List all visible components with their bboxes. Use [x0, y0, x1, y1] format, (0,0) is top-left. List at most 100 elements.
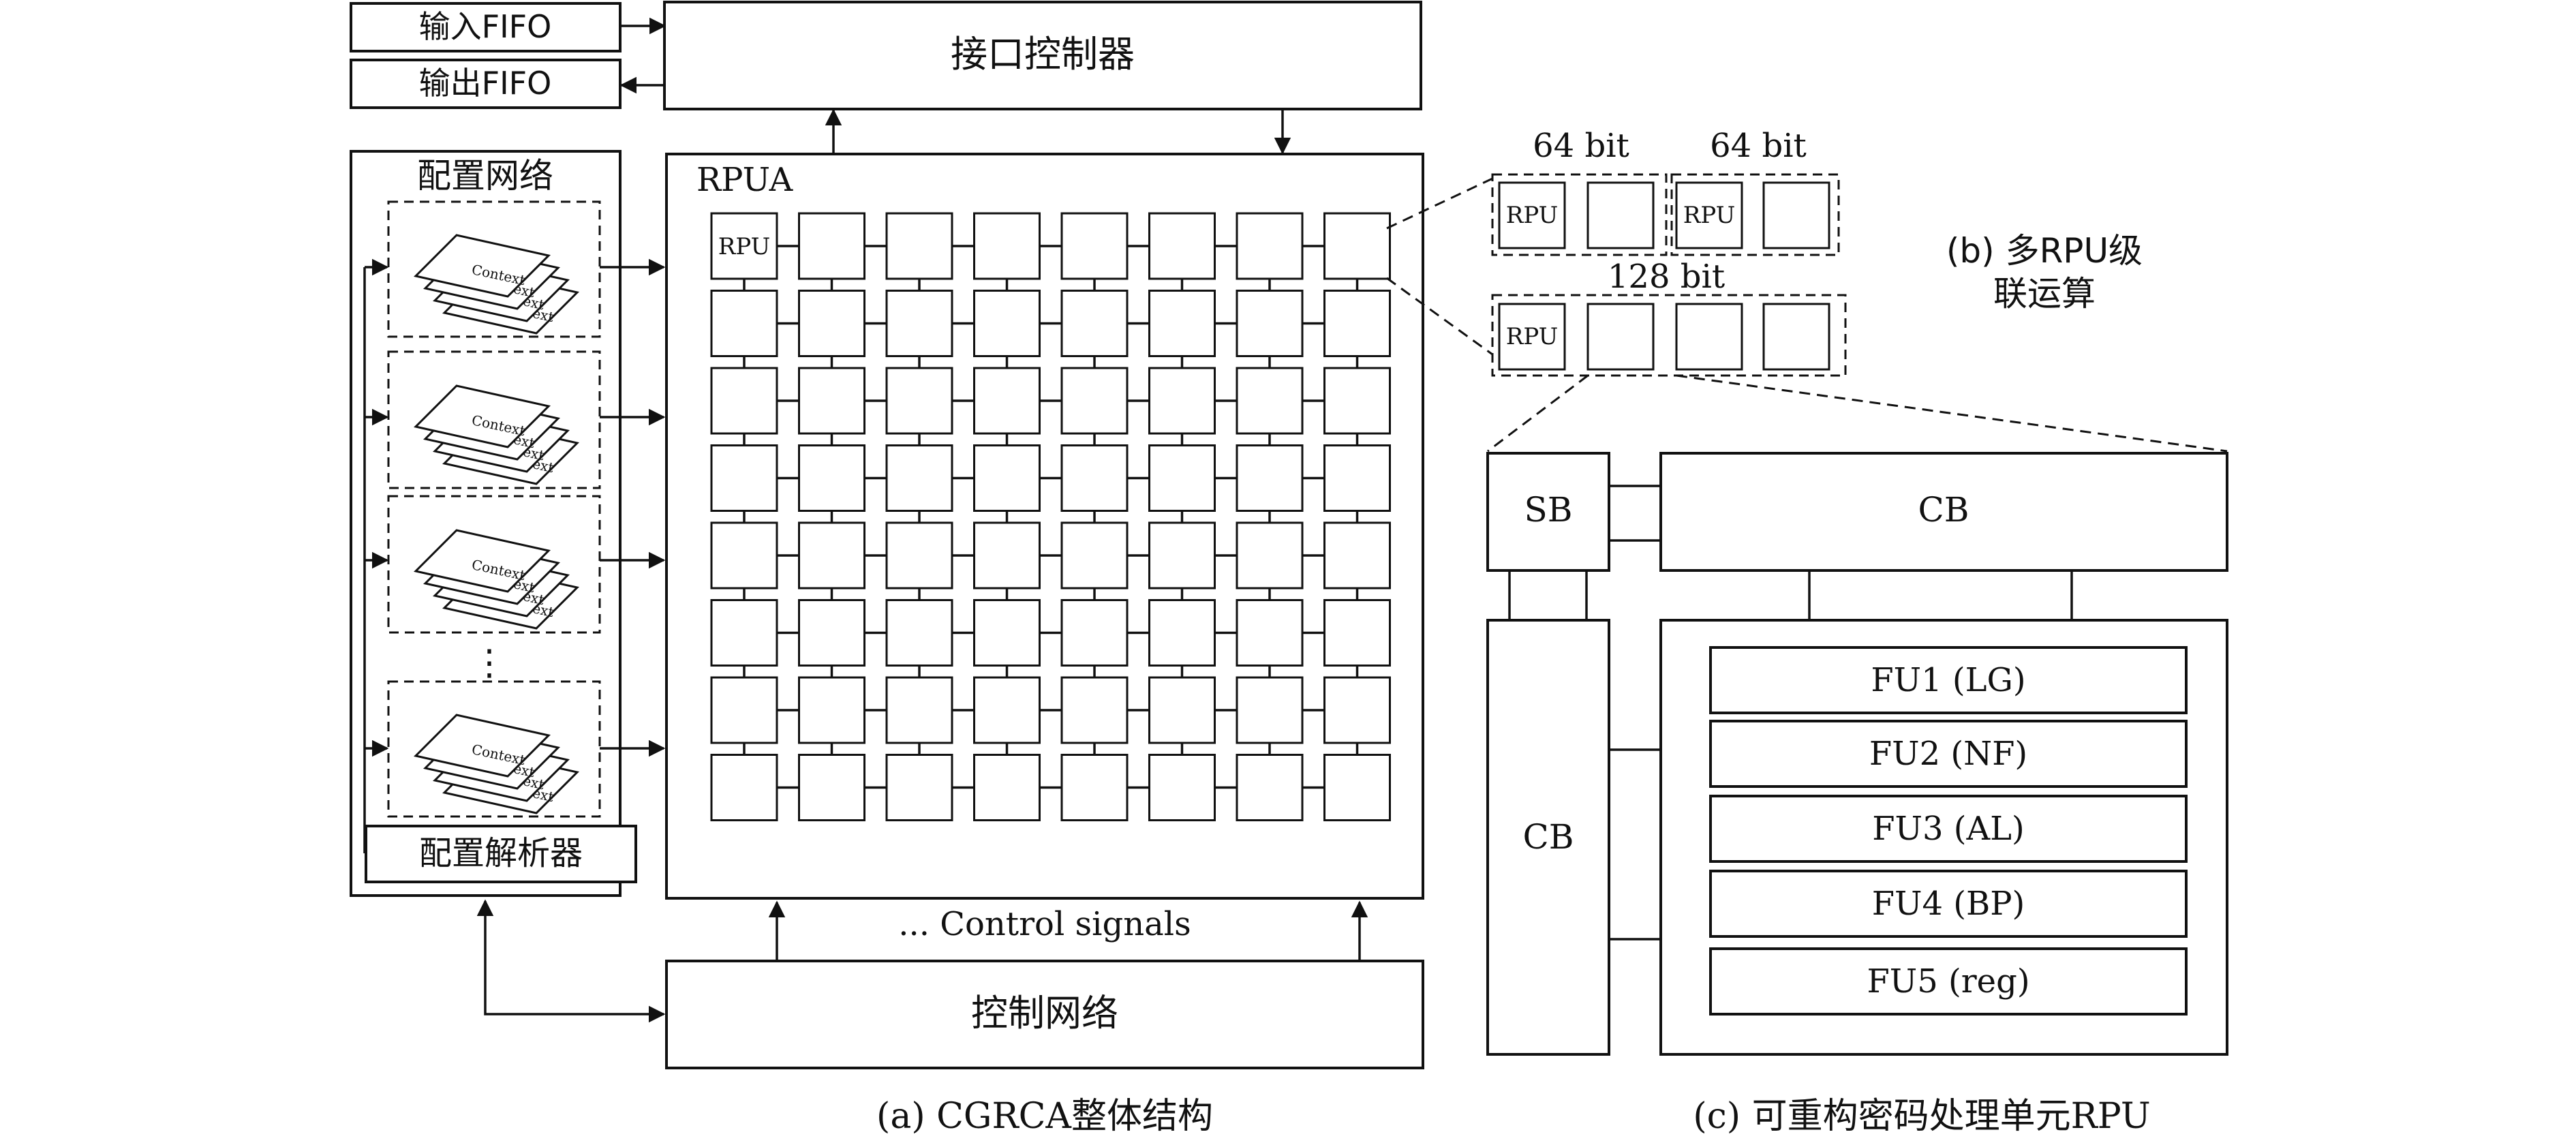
- context-layer: [414, 384, 551, 448]
- fu-box-3: [1709, 795, 2188, 863]
- rpu-cell-label: RPU: [718, 233, 771, 260]
- interface-controller-label: 接口控制器: [951, 33, 1135, 76]
- cascade-rpu-a1-label: RPU: [1506, 202, 1559, 229]
- control-network-box: [665, 960, 1424, 1069]
- rpu-cell: [973, 212, 1041, 280]
- rpu-cell: [1236, 212, 1304, 280]
- control-network-label: 控制网络: [971, 992, 1118, 1035]
- rpua-title: RPUA: [696, 161, 794, 199]
- cascade-rpu-c3: [1675, 303, 1743, 371]
- cascade-64bit-group-a: [1491, 173, 1668, 256]
- rpu-cell: [1148, 676, 1216, 744]
- config-parser-box: [365, 825, 637, 883]
- fu-list: FU1 (LG)FU2 (NF)FU3 (AL)FU4 (BP)FU5 (reg…: [1709, 646, 2188, 1016]
- rpu-cell: [1323, 754, 1391, 821]
- context-ellipsis: ⋮: [472, 643, 507, 684]
- rpu-cell: [1148, 367, 1216, 435]
- rpu-cell: [973, 521, 1041, 590]
- caption-c: (c) 可重构密码处理单元RPU: [1693, 1096, 2150, 1137]
- rpu-cell: [1323, 290, 1391, 357]
- rpu-cell: [1323, 212, 1391, 280]
- rpu-cell: [798, 367, 865, 435]
- rpu-cell: [710, 599, 778, 667]
- cascade-128bit-group: [1491, 294, 1847, 377]
- output-fifo-box: [350, 59, 622, 109]
- rpu-cell: [973, 444, 1041, 512]
- rpu-cell: [798, 212, 865, 280]
- zoom-line-c-left: [1487, 374, 1589, 453]
- zoom-line-b-bottom: [1386, 277, 1493, 356]
- rpu-cell: [1060, 212, 1129, 280]
- cascade-rpu-b1-label: RPU: [1683, 202, 1736, 229]
- rpu-cell: [1236, 676, 1304, 744]
- rpu-cell: [1236, 444, 1304, 512]
- cascade-rpu-c2: [1586, 303, 1655, 371]
- fu-label-1: FU1 (LG): [1871, 661, 2025, 699]
- caption-a: (a) CGRCA整体结构: [876, 1096, 1213, 1137]
- rpu-cell: [1148, 290, 1216, 357]
- rpu-cell: [1148, 599, 1216, 667]
- rpu-cell: [1060, 676, 1129, 744]
- output-fifo-label: 输出FIFO: [419, 65, 552, 102]
- caption-b-line1: (b) 多RPU级: [1946, 231, 2143, 271]
- input-fifo-box: [350, 2, 622, 52]
- rpu-cell: [1323, 599, 1391, 667]
- rpu-cell: [1236, 290, 1304, 357]
- cascade-64bit-label-b: 64 bit: [1710, 127, 1807, 165]
- rpu-cell: [1236, 367, 1304, 435]
- cascade-64bit-label-a: 64 bit: [1533, 127, 1629, 165]
- rpu-cell: [885, 367, 953, 435]
- rpu-cell: [798, 599, 865, 667]
- context-stacks: ContextContextContextContextContextConte…: [387, 200, 666, 818]
- rpu-cell: [885, 521, 953, 590]
- rpu-cell: [973, 754, 1041, 821]
- rpu-cell: [798, 754, 865, 821]
- rpu-cell: [885, 676, 953, 744]
- rpu-cell: [1323, 521, 1391, 590]
- cb-left-label: CB: [1523, 817, 1574, 857]
- cb-left-box: [1486, 619, 1610, 1056]
- cascade-rpu-c1: [1498, 303, 1566, 371]
- rpu-cell: [1323, 676, 1391, 744]
- rpu-cell: [885, 290, 953, 357]
- fu-box-2: [1709, 720, 2188, 788]
- rpu-cell: [710, 444, 778, 512]
- fu-box-5: [1709, 947, 2188, 1016]
- rpu-cell: [710, 290, 778, 357]
- rpu-cell: [1236, 521, 1304, 590]
- rpu-cell: [973, 599, 1041, 667]
- rpu-cell: [1060, 521, 1129, 590]
- fu-label-4: FU4 (BP): [1872, 885, 2025, 923]
- rpu-cell: [973, 367, 1041, 435]
- rpu-cell: [798, 444, 865, 512]
- rpu-cell: [885, 212, 953, 280]
- cascade-64bit-group-b: [1670, 173, 1840, 256]
- rpu-cell: [1236, 754, 1304, 821]
- rpu-cell: [798, 676, 865, 744]
- rpu-cell: [1060, 754, 1129, 821]
- rpu-cell: [710, 367, 778, 435]
- config-parser-label: 配置解析器: [419, 834, 583, 872]
- interface-controller-box: [663, 1, 1422, 110]
- rpu-cell: [885, 754, 953, 821]
- cascade-rpu-b2: [1762, 181, 1830, 249]
- zoom-line-c-right: [1676, 374, 2228, 453]
- rpu-cell: [885, 444, 953, 512]
- rpu-cell: [710, 212, 778, 280]
- rpu-cell: [798, 521, 865, 590]
- fu-box-1: [1709, 646, 2188, 714]
- rpu-cell: [710, 754, 778, 821]
- cascade-rpu-a1: [1498, 181, 1566, 249]
- rpu-cell: [973, 676, 1041, 744]
- rpu-grid: RPU: [710, 212, 1391, 821]
- rpu-cell: [1060, 444, 1129, 512]
- fu-label-3: FU3 (AL): [1872, 810, 2025, 848]
- rpu-cell: [1148, 754, 1216, 821]
- sb-box: [1486, 452, 1610, 572]
- rpu-cell: [1148, 444, 1216, 512]
- context-layer: [414, 529, 551, 593]
- rpu-cell: [710, 676, 778, 744]
- control-signals-label: ... Control signals: [898, 905, 1191, 943]
- context-layer: [414, 234, 551, 298]
- zoom-line-b-top: [1386, 177, 1493, 230]
